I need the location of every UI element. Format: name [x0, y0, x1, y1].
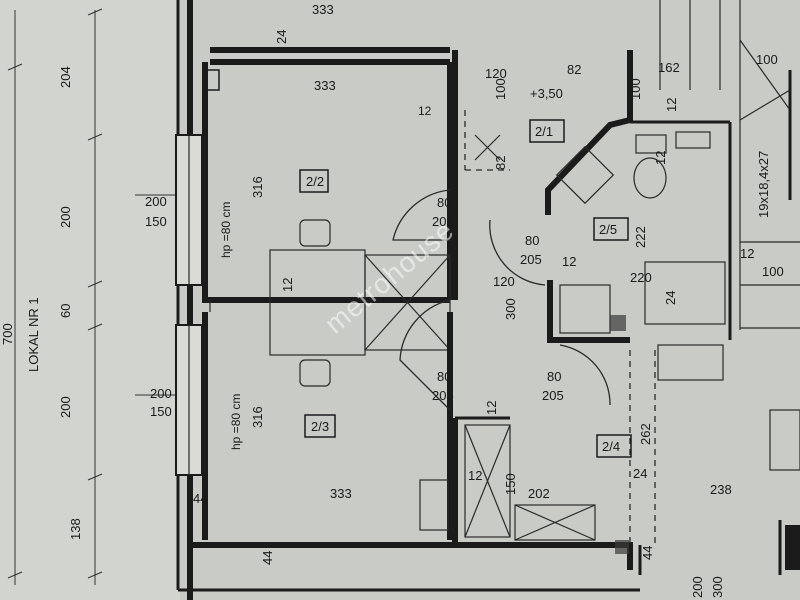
door-arcs	[392, 189, 611, 411]
door4-width: 80	[547, 369, 561, 384]
dim-top-333: 333	[312, 2, 334, 17]
dim-12a: 12	[664, 98, 679, 112]
door3-width: 80	[437, 369, 451, 384]
staircase	[659, 0, 800, 330]
dim-left-60: 60	[58, 304, 73, 318]
dim-r23-316: 316	[250, 406, 265, 428]
dim-220: 220	[630, 270, 652, 285]
door2-width: 80	[525, 233, 539, 248]
dim-left-200b: 200	[58, 396, 73, 418]
dim-12b: 12	[562, 254, 576, 269]
dim-r22-12: 12	[418, 104, 432, 118]
dim-r22-333: 333	[314, 78, 336, 93]
dim-100c: 100	[756, 52, 778, 67]
dim-r23-44: 44	[193, 491, 207, 506]
room-2-1	[464, 110, 565, 171]
dim-window2-bottom: 150	[150, 404, 172, 419]
furniture-table	[269, 219, 451, 387]
dim-300: 300	[503, 298, 518, 320]
dim-left-total: 700	[0, 323, 15, 345]
room-2-1-area: +3,50	[530, 86, 563, 101]
dim-12d: 12	[740, 246, 754, 261]
dim-12e: 12	[484, 401, 499, 415]
dim-120a: 120	[485, 66, 507, 81]
paper-margin	[0, 0, 180, 600]
room-2-3-hp: hp =80 cm	[229, 394, 243, 450]
dim-left-200a: 200	[58, 206, 73, 228]
dim-r22-12b: 12	[280, 278, 295, 292]
door2-height: 205	[520, 252, 542, 267]
dim-r22-316: 316	[250, 176, 265, 198]
dim-262: 262	[638, 423, 653, 445]
room-2-3-label: 2/3	[311, 419, 329, 434]
room-2-4-label: 2/4	[602, 439, 620, 454]
dim-82: 82	[567, 62, 581, 77]
dim-window2-top: 200	[150, 386, 172, 401]
door1-height: 205	[432, 214, 454, 229]
unit-label: LOKAL NR 1	[26, 297, 41, 372]
room-2-5-label: 2/5	[599, 222, 617, 237]
dim-238: 238	[710, 482, 732, 497]
dim-44b: 44	[640, 546, 655, 560]
exterior-walls	[175, 0, 640, 600]
dim-bottom-44: 44	[260, 551, 275, 565]
dim-left-138: 138	[68, 518, 83, 540]
dim-top-24: 24	[274, 30, 289, 44]
dim-82b: 82	[493, 156, 508, 170]
dim-window1-top: 200	[145, 194, 167, 209]
room-2-3	[202, 312, 453, 540]
dim-12c: 12	[653, 151, 668, 165]
room-2-2-hp: hp =80 cm	[219, 202, 233, 258]
dim-150: 150	[503, 473, 518, 495]
dim-r23-333: 333	[330, 486, 352, 501]
door3-height: 205	[432, 388, 454, 403]
dim-202: 202	[528, 486, 550, 501]
door1-width: 80	[437, 195, 451, 210]
dim-24b: 24	[633, 466, 647, 481]
dim-222: 222	[633, 226, 648, 248]
dim-12f: 12	[468, 468, 482, 483]
dim-100b: 100	[628, 78, 643, 100]
stairs-label: 19x18,4x27	[756, 151, 771, 218]
room-2-1-label: 2/1	[535, 124, 553, 139]
left-dimension-chain	[7, 8, 180, 585]
dim-200c: 200	[690, 576, 705, 598]
dim-300b: 300	[710, 576, 725, 598]
dim-window1-bottom: 150	[145, 214, 167, 229]
room-2-5	[545, 50, 732, 343]
room-2-2-label: 2/2	[306, 174, 324, 189]
room-2-4	[452, 344, 800, 575]
dim-100a: 100	[493, 78, 508, 100]
dim-100d: 100	[762, 264, 784, 279]
dim-left-204: 204	[58, 66, 73, 88]
door4-height: 205	[542, 388, 564, 403]
dim-120b: 120	[493, 274, 515, 289]
dim-24a: 24	[663, 291, 678, 305]
dim-162: 162	[658, 60, 680, 75]
